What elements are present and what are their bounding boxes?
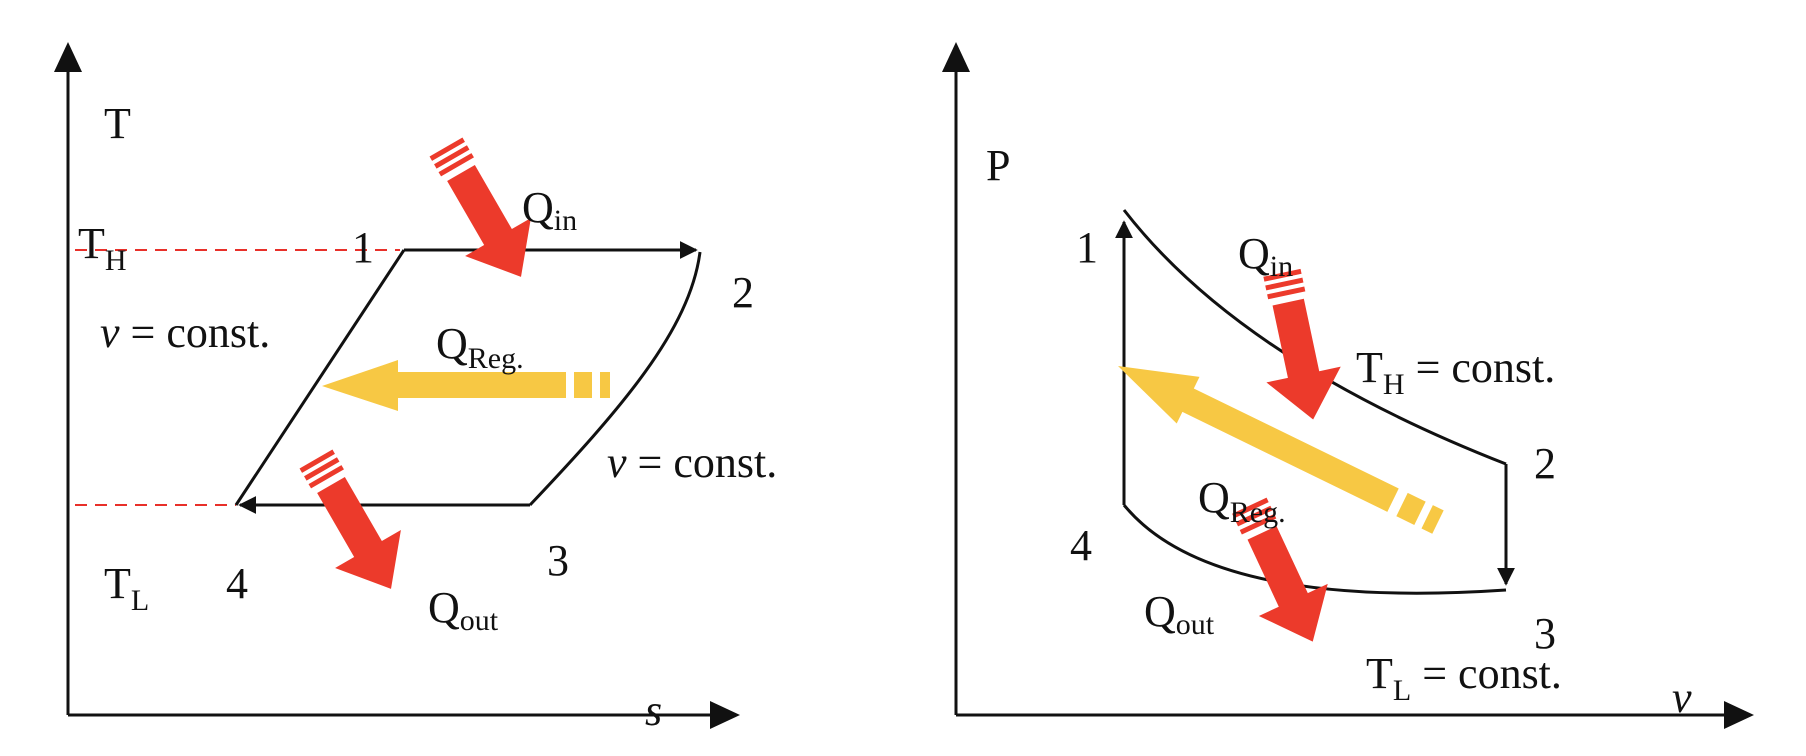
pv-state-1-label: 1 [1076,223,1098,272]
pv-q-out-label: Qout [1144,587,1215,641]
pv-state-4-label: 4 [1070,521,1092,570]
ts-tl-label: TL [104,559,149,617]
ts-diagram: T s TH TL 1 2 3 4 v = const. v = const. … [54,42,777,735]
ts-process-4-1 [234,249,406,506]
ts-v-const-left-label: v = const. [100,308,270,357]
ts-state-3-label: 3 [547,536,569,585]
pv-process-1-2 [1122,209,1507,466]
ts-state-2-label: 2 [732,268,754,317]
pv-y-axis-label: P [986,141,1010,190]
ts-y-axis-label: T [104,99,131,148]
ts-state-1-label: 1 [352,223,374,272]
pv-cycle [1115,209,1515,595]
pv-process-3-4 [1122,504,1507,595]
pv-q-in-label: Qin [1238,229,1293,283]
ts-q-out-label: Qout [428,583,499,637]
ts-axes [54,42,740,729]
pv-state-2-label: 2 [1534,439,1556,488]
ts-q-in-arrow [429,137,531,277]
pv-q-reg-label: QReg. [1198,473,1286,529]
ts-th-label: TH [78,219,127,277]
pv-x-axis-label: v [1672,673,1692,722]
pv-q-reg-arrow [1118,366,1444,534]
pv-axes [942,42,1754,729]
ts-q-reg-arrow [322,360,610,411]
ts-cycle [234,241,702,514]
pv-th-const-label: TH = const. [1356,343,1555,401]
ts-state-4-label: 4 [226,559,248,608]
ts-process-2-3 [528,251,702,507]
pv-state-3-label: 3 [1534,609,1556,658]
pv-q-in-arrow [1263,268,1341,420]
ts-x-axis-label: s [645,686,662,735]
ts-q-reg-label: QReg. [436,319,524,375]
ts-q-out-arrow [299,449,401,589]
pv-tl-const-label: TL = const. [1366,649,1562,707]
ts-v-const-right-label: v = const. [607,438,777,487]
pv-q-out-arrow [1232,497,1328,642]
ts-q-in-label: Qin [522,183,577,237]
pv-diagram: P v 1 2 3 4 TH = const. TL = const. Qin … [942,42,1754,729]
